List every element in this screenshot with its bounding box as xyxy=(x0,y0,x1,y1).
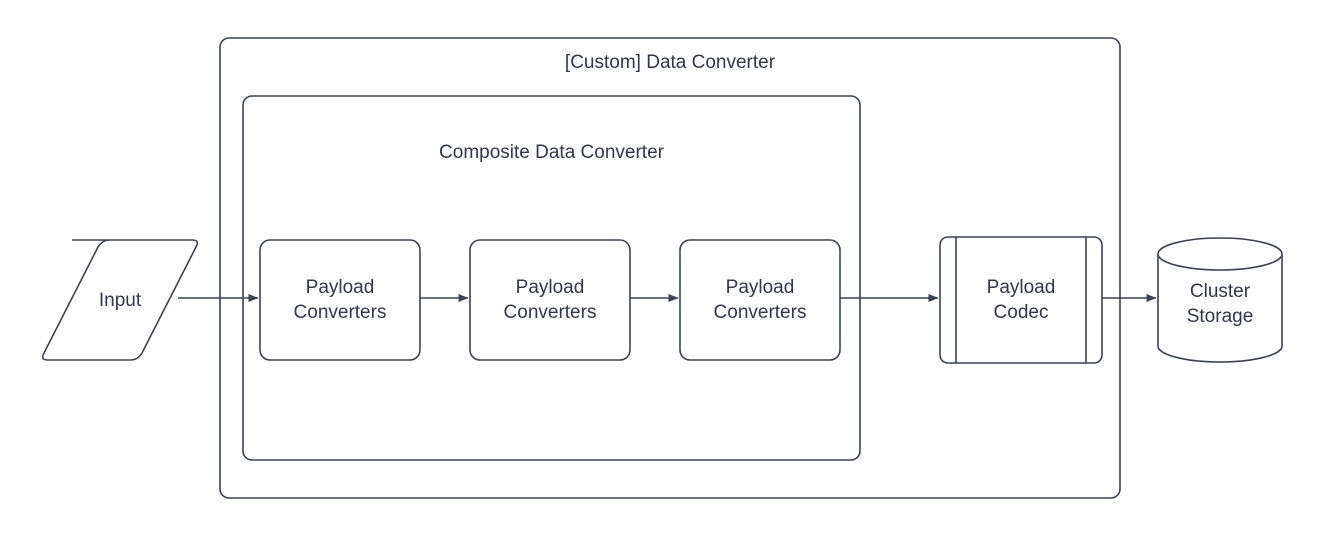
node-input-shape[interactable] xyxy=(41,239,199,361)
node-payload-converters-3-shape[interactable] xyxy=(679,239,841,361)
node-payload-converters-2-shape[interactable] xyxy=(469,239,631,361)
container-composite-data-converter-title: Composite Data Converter xyxy=(439,142,664,163)
node-payload-codec-shape[interactable] xyxy=(939,236,1103,364)
node-cluster-storage-shape[interactable] xyxy=(1157,237,1283,363)
container-custom-data-converter-title: [Custom] Data Converter xyxy=(564,52,776,73)
node-payload-converters-1-shape[interactable] xyxy=(259,239,421,361)
